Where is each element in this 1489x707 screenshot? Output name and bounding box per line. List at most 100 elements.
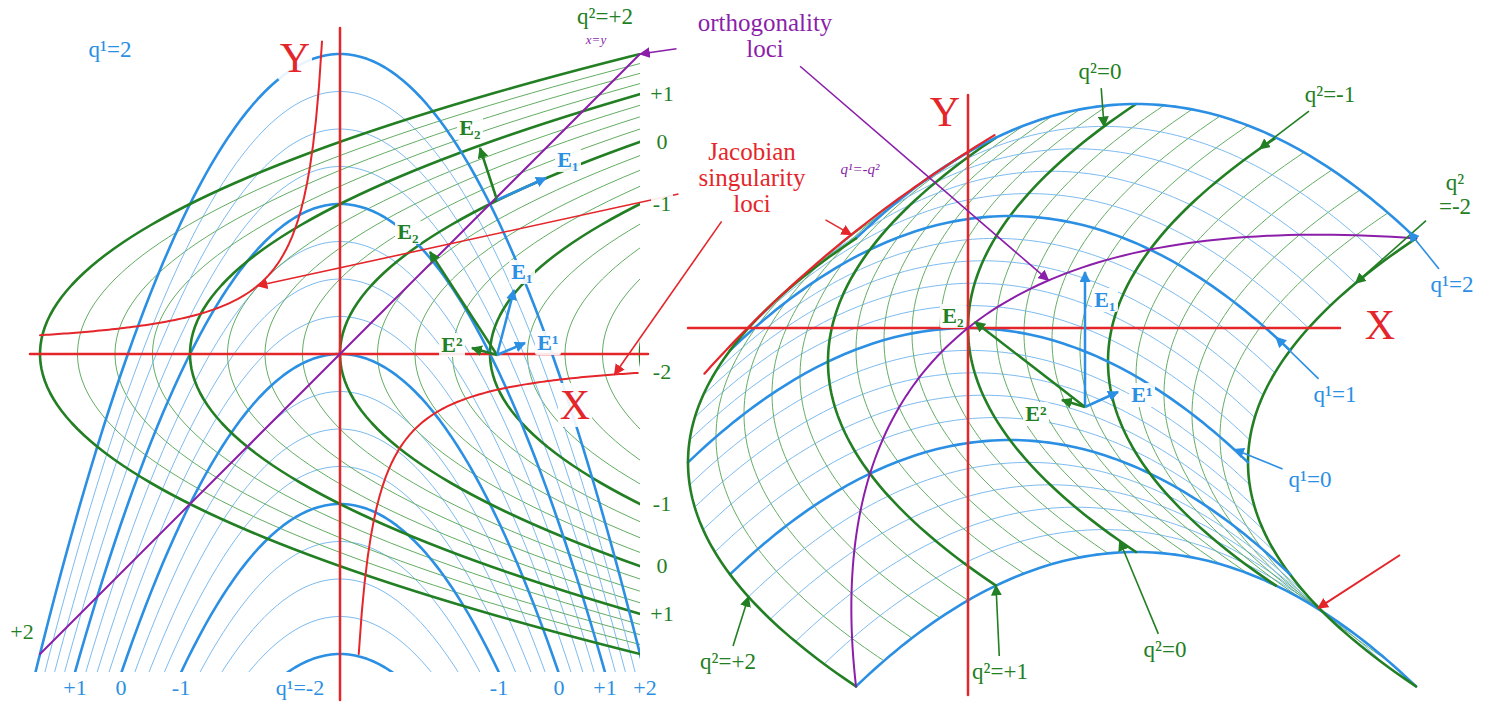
- leader-arrow: [640, 49, 677, 54]
- vector-label: E¹: [535, 331, 560, 354]
- coordinate-label: q²=0: [1142, 638, 1189, 662]
- q2-coordinate-curve: [1080, 126, 1248, 574]
- annotation: orthogonality loci: [681, 10, 850, 63]
- leader-arrow: [1260, 111, 1309, 149]
- coordinate-label: q²=0: [1077, 60, 1124, 84]
- vector-label: E²: [1023, 402, 1048, 425]
- y-axis: [339, 28, 342, 700]
- vector-label: E₁: [509, 260, 534, 283]
- q1-coordinate-curve: [730, 216, 1290, 350]
- y-axis: [967, 95, 970, 695]
- coordinate-label: q²=+1: [970, 660, 1030, 684]
- vector-label: E₂: [457, 116, 482, 139]
- annotation: q¹=-q²: [838, 162, 881, 178]
- basis-vector: [497, 343, 525, 355]
- coordinate-value: -1: [651, 192, 673, 215]
- q1-coordinate-curve: [748, 194, 1308, 328]
- q2-coordinate-curve: [190, 28, 640, 672]
- coordinate-value: -1: [488, 676, 510, 699]
- q2-coordinate-curve: [828, 138, 996, 586]
- coordinate-value: 0: [655, 554, 670, 577]
- vector-label: E₂: [395, 220, 420, 243]
- axis-label: Y: [278, 36, 312, 80]
- basis-vector: [1084, 272, 1087, 407]
- q2-coordinate-curve: [856, 126, 1024, 574]
- leader-arrow: [1409, 232, 1439, 269]
- q2-coordinate-curve: [78, 28, 640, 672]
- q2-coordinate-curve: [40, 28, 640, 672]
- vector-label: E₂: [940, 304, 965, 327]
- basis-vector: [1062, 400, 1085, 407]
- coordinate-label: q² =-2: [1430, 171, 1480, 219]
- q2-coordinate-curve: [265, 28, 640, 672]
- q1-coordinate-curve: [30, 579, 640, 672]
- coordinate-label: q²=+2: [575, 5, 635, 29]
- leader-arrow: [826, 220, 852, 235]
- coordinate-label: q¹=2: [1429, 273, 1476, 297]
- q1-coordinate-curve: [30, 204, 640, 672]
- coordinate-value: +1: [648, 82, 675, 105]
- axis-label: X: [1363, 303, 1397, 347]
- singularity-locus: [40, 42, 322, 336]
- q2-coordinate-curve: [415, 28, 640, 672]
- q1-coordinate-curve: [730, 440, 1290, 574]
- leader-arrow: [996, 586, 999, 656]
- singularity-locus: [359, 373, 638, 654]
- q2-coordinate-curve: [340, 28, 640, 672]
- annotation: Jacobian singularity loci: [683, 139, 822, 218]
- coordinate-value: +2: [8, 620, 35, 643]
- basis-vector: [497, 178, 546, 200]
- leader-arrow: [1234, 449, 1283, 469]
- q2-coordinate-curve: [115, 28, 640, 672]
- coordinate-label: q¹=0: [1287, 468, 1334, 492]
- q1-coordinate-curve: [30, 354, 640, 672]
- orthogonality-locus: [851, 235, 1416, 687]
- basis-vector: [480, 148, 497, 200]
- basis-vector: [1085, 392, 1118, 407]
- coordinate-label: q¹=1: [1312, 383, 1359, 407]
- leader-arrow: [615, 221, 722, 374]
- coordinate-label: q²=+2: [698, 650, 758, 674]
- q2-coordinate-curve: [800, 152, 968, 600]
- q1-coordinate-curve: [30, 54, 640, 672]
- vector-label: E²: [439, 333, 464, 356]
- leader-arrow: [1101, 88, 1104, 126]
- q1-coordinate-curve: [30, 129, 640, 672]
- coordinate-label: q¹=2: [87, 38, 134, 62]
- vector-label: E¹: [1129, 383, 1154, 406]
- q2-coordinate-curve: [228, 28, 640, 672]
- coordinate-value: 0: [655, 130, 670, 153]
- coordinate-value: 0: [114, 676, 129, 699]
- q2-coordinate-curve: [603, 28, 640, 672]
- vector-label: E₁: [555, 148, 580, 171]
- basis-vector: [472, 348, 497, 355]
- q2-coordinate-curve: [1248, 238, 1416, 686]
- leader-arrow: [1120, 541, 1159, 634]
- coordinate-label: q¹=-2: [274, 676, 326, 699]
- q2-coordinate-curve: [1192, 190, 1360, 638]
- coordinate-value: -1: [170, 676, 192, 699]
- leader-arrow: [800, 66, 1048, 280]
- q2-coordinate-curve: [378, 28, 640, 672]
- coordinate-value: +1: [591, 676, 618, 699]
- basis-vector: [975, 322, 1085, 407]
- leader-arrow: [1276, 337, 1319, 379]
- annotation: x=y: [584, 33, 608, 47]
- cusp-pointer: [1318, 555, 1400, 608]
- coordinate-value: +1: [648, 602, 675, 625]
- orthogonality-locus: [40, 54, 640, 654]
- leader-arrow: [733, 597, 748, 646]
- q2-coordinate-curve: [688, 238, 856, 686]
- coordinate-value: +1: [61, 676, 88, 699]
- q1-coordinate-curve: [30, 279, 640, 672]
- coordinate-label: q²=-1: [1303, 83, 1358, 107]
- left-grid: [30, 28, 640, 672]
- x-axis: [688, 327, 1340, 330]
- basis-vector: [497, 290, 514, 355]
- coordinate-value: -2: [651, 360, 673, 383]
- q1-coordinate-curve: [715, 238, 1275, 372]
- coordinate-value: +2: [631, 676, 658, 699]
- q1-coordinate-curve: [796, 507, 1356, 641]
- leader-arrow: [258, 194, 679, 286]
